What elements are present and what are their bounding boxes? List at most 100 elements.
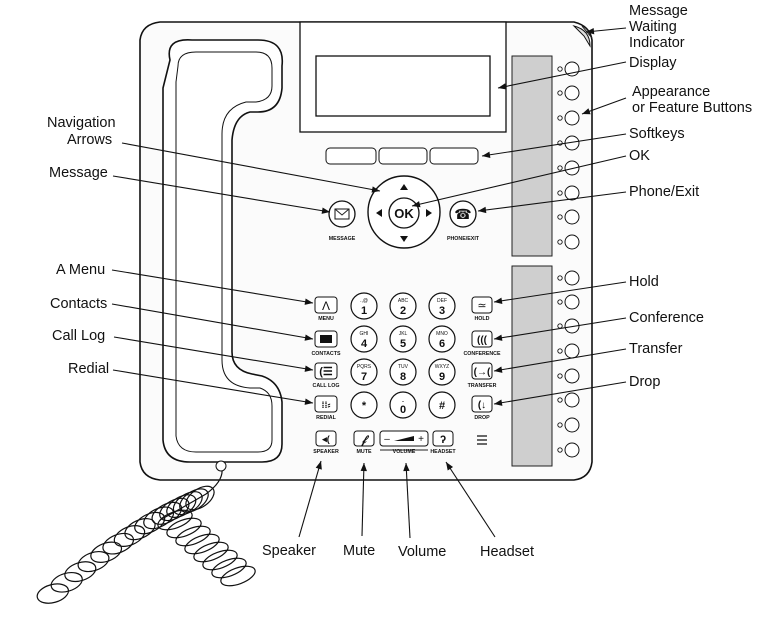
keypad-key-digit: 0 xyxy=(400,404,406,416)
cord-coil xyxy=(157,509,193,531)
contacts-key[interactable] xyxy=(314,330,338,348)
softkey-2[interactable] xyxy=(378,147,428,165)
feature-button[interactable] xyxy=(557,270,580,286)
leader-line xyxy=(493,281,627,303)
feature-button[interactable] xyxy=(557,209,580,225)
softkey-3[interactable] xyxy=(429,147,479,165)
drop-key-label: DROP xyxy=(474,415,490,421)
keypad-key[interactable]: ⎵0 xyxy=(389,391,417,419)
volume-rocker[interactable]: – + xyxy=(379,430,429,447)
ok-button-label: OK xyxy=(394,206,414,221)
cord-coil xyxy=(90,541,123,563)
hold-key[interactable]: ≃ xyxy=(471,296,493,314)
callout-conference: Conference xyxy=(629,310,704,326)
feature-button[interactable] xyxy=(557,294,580,310)
envelope-icon xyxy=(334,208,350,220)
menu-key[interactable]: Λ xyxy=(314,296,338,314)
feature-button[interactable] xyxy=(557,417,580,433)
headset-key-label: HEADSET xyxy=(430,449,456,455)
keypad-key[interactable]: # xyxy=(428,391,456,419)
feature-button[interactable] xyxy=(557,234,580,250)
feature-led xyxy=(557,422,563,428)
callout-message-waiting-2: Waiting xyxy=(629,19,677,35)
mute-key[interactable]: 𝒻 xyxy=(353,430,375,447)
mute-icon: 𝒻 xyxy=(361,434,370,447)
keypad-key-digit: 9 xyxy=(439,371,445,383)
feature-button-shape xyxy=(564,442,580,458)
volume-plus[interactable]: + xyxy=(418,434,424,445)
call-log-key[interactable]: (☰ xyxy=(314,362,338,380)
keypad-key[interactable]: .,@1 xyxy=(350,292,378,320)
keypad-key-digit: # xyxy=(439,400,445,412)
phone-exit-button[interactable] xyxy=(449,200,477,228)
callout-message: Message xyxy=(49,165,108,181)
conference-key[interactable]: ((( xyxy=(471,330,493,348)
keypad-key-shape xyxy=(350,325,378,353)
nav-up-arrow[interactable] xyxy=(400,184,408,190)
redial-key-label: REDIAL xyxy=(316,415,336,421)
keypad-key-letters: .,@ xyxy=(360,298,368,304)
feature-button-shape xyxy=(564,209,580,225)
leader-line xyxy=(493,381,627,405)
redial-key[interactable]: ⁞⁞⸗ xyxy=(314,395,338,413)
transfer-key[interactable]: (→( xyxy=(471,362,493,380)
cord-coil xyxy=(202,549,238,571)
speaker-grille-icon xyxy=(477,435,487,445)
keypad-key-digit: 5 xyxy=(400,338,406,350)
feature-button[interactable] xyxy=(557,135,580,151)
keypad-key-shape xyxy=(389,358,417,386)
nav-right-arrow[interactable] xyxy=(426,209,432,217)
softkey-1[interactable] xyxy=(325,147,377,165)
feature-button[interactable] xyxy=(557,185,580,201)
keypad-key[interactable]: * xyxy=(350,391,378,419)
feature-led xyxy=(557,348,563,354)
callout-drop: Drop xyxy=(629,374,660,390)
ok-button[interactable] xyxy=(388,197,420,229)
keypad-key-letters: TUV xyxy=(398,364,409,370)
cord-coil xyxy=(172,491,203,516)
leader-arrowhead xyxy=(494,334,503,341)
menu-key-label: MENU xyxy=(318,316,334,322)
headset-key[interactable]: ʔ xyxy=(432,430,454,447)
feature-button-shape xyxy=(564,417,580,433)
feature-button[interactable] xyxy=(557,318,580,334)
feature-button[interactable] xyxy=(557,110,580,126)
volume-minus[interactable]: – xyxy=(384,434,390,445)
conference-icon: ((( xyxy=(477,335,488,346)
mute-key-label: MUTE xyxy=(356,449,371,455)
keypad-key-digit: 3 xyxy=(439,305,445,317)
keypad-key-shape xyxy=(428,358,456,386)
keypad-key-letters: MNO xyxy=(436,331,448,337)
keypad-key-shape xyxy=(350,391,378,419)
drop-key[interactable]: (↓ xyxy=(471,395,493,413)
feature-led xyxy=(557,373,563,379)
feature-led xyxy=(557,66,563,72)
leader-line xyxy=(405,462,411,539)
callout-call-log: Call Log xyxy=(52,328,105,344)
speaker-key[interactable]: ◂( xyxy=(315,430,337,447)
feature-button[interactable] xyxy=(557,368,580,384)
keypad-key-digit: * xyxy=(362,400,367,412)
feature-button[interactable] xyxy=(557,392,580,408)
feature-button[interactable] xyxy=(557,85,580,101)
nav-down-arrow[interactable] xyxy=(400,236,408,242)
callout-navigation-arrows-1: Navigation xyxy=(47,115,116,131)
display-screen xyxy=(315,55,491,117)
feature-button[interactable] xyxy=(557,160,580,176)
leader-line xyxy=(112,175,331,213)
leader-arrowhead xyxy=(586,28,595,35)
keypad-key-letters: ABC xyxy=(398,298,409,304)
nav-left-arrow[interactable] xyxy=(376,209,382,217)
leader-arrowhead xyxy=(304,365,313,372)
keypad-key-letters: GHI xyxy=(360,331,369,337)
feature-button[interactable] xyxy=(557,442,580,458)
